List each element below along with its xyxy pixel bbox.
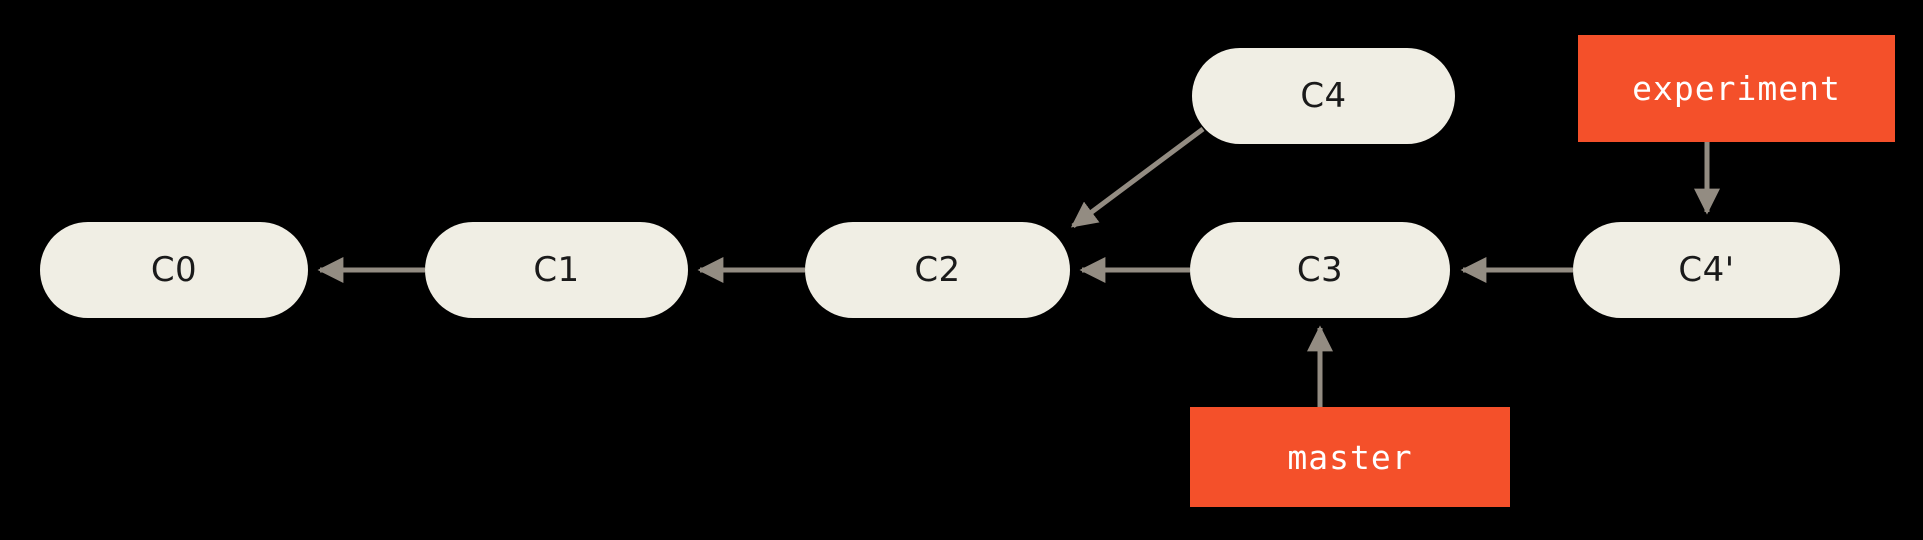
commit-label: C3 xyxy=(1296,250,1344,290)
edge-c4-to-c2 xyxy=(1070,126,1205,229)
commit-label: C0 xyxy=(150,250,198,290)
commit-label: C2 xyxy=(914,250,961,290)
branch-label-text: experiment xyxy=(1632,69,1841,108)
commit-node-c4[interactable]: C4 xyxy=(1192,48,1455,144)
commit-label: C4 xyxy=(1300,76,1347,116)
branch-label-text: master xyxy=(1287,437,1413,477)
commit-label: C4' xyxy=(1678,250,1735,290)
commit-node-c1[interactable]: C1 xyxy=(425,222,688,318)
commit-label: C1 xyxy=(533,250,580,290)
commit-node-c2[interactable]: C2 xyxy=(805,222,1070,318)
branch-label-master[interactable]: master xyxy=(1190,407,1510,507)
commit-node-c0[interactable]: C0 xyxy=(40,222,308,318)
commit-node-c3[interactable]: C3 xyxy=(1190,222,1450,318)
branch-label-experiment[interactable]: experiment xyxy=(1578,35,1895,142)
commit-node-c4-prime[interactable]: C4' xyxy=(1573,222,1840,318)
